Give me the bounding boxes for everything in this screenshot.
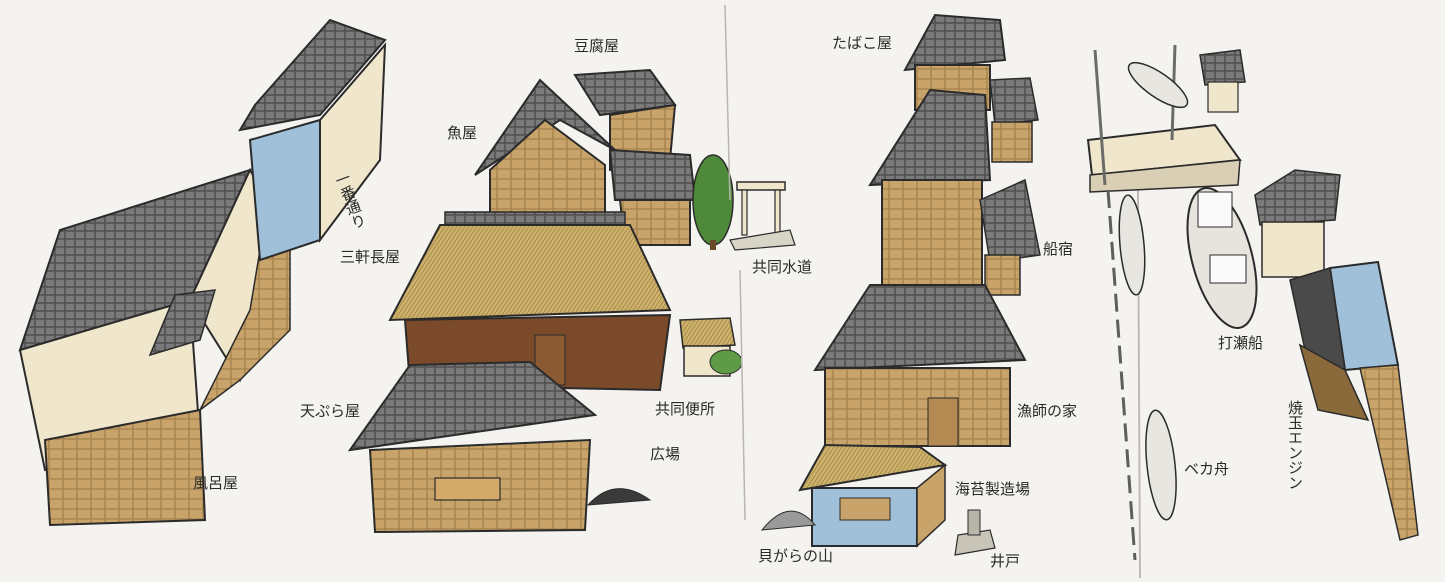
- harbor-pier: [1086, 44, 1242, 193]
- label-beka-bune: ベカ舟: [1184, 460, 1230, 478]
- sakanaya-building: [474, 78, 697, 246]
- post-line: [1106, 189, 1137, 561]
- ido-well: [954, 509, 996, 556]
- label-ido: 井戸: [990, 552, 1021, 570]
- hiroba-mound: [586, 488, 652, 506]
- label-nori-seizojo: 海苔製造場: [955, 480, 1031, 498]
- utase-bune-boat: [1186, 187, 1258, 329]
- label-sakanaya: 魚屋: [447, 124, 478, 142]
- sangen-nagaya-building: [388, 211, 672, 392]
- label-kaigara-no-yama: 貝がらの山: [758, 547, 834, 565]
- label-kyodo-benjo: 共同便所: [655, 400, 716, 418]
- label-tempuraya: 天ぷら屋: [300, 402, 361, 420]
- label-utase-bune: 打瀬船: [1218, 334, 1264, 352]
- divider-line: [724, 4, 731, 201]
- harbor-shed-top: [1199, 49, 1246, 113]
- label-kyodo-suido: 共同水道: [752, 258, 813, 276]
- nori-seizojo-building: [798, 443, 948, 548]
- harbor-shed-mid: [1254, 169, 1341, 278]
- kyodo-suido-structure: [729, 181, 796, 251]
- small-boat: [1118, 194, 1146, 296]
- funayado-building: [868, 88, 1041, 296]
- yakidama-engine-shed: [1289, 260, 1419, 541]
- label-tabakoya: たばこ屋: [832, 34, 893, 52]
- moored-boat-top: [1127, 61, 1189, 109]
- well-tree: [692, 154, 734, 250]
- label-furoya: 風呂屋: [193, 474, 239, 492]
- kaigara-mound: [760, 510, 816, 531]
- kyodo-benjo-building: [679, 317, 743, 377]
- label-hiroba: 広場: [650, 445, 681, 463]
- furoya-building: [18, 167, 292, 527]
- divider-line: [739, 269, 746, 521]
- label-funayado: 船宿: [1043, 240, 1074, 258]
- tabakoya-building: [903, 13, 1039, 163]
- tempuraya-building: [347, 360, 598, 534]
- label-ryoshi-no-ie: 漁師の家: [1017, 402, 1078, 420]
- beka-bune-boat: [1145, 409, 1177, 521]
- ryoshi-no-ie-building: [813, 284, 1027, 447]
- label-sangen-nagaya: 三軒長屋: [340, 248, 401, 266]
- ichiban-dori-building: [237, 18, 387, 262]
- label-yakidama-engine: 焼玉エンジン: [1286, 400, 1304, 490]
- label-tofuya: 豆腐屋: [574, 37, 620, 55]
